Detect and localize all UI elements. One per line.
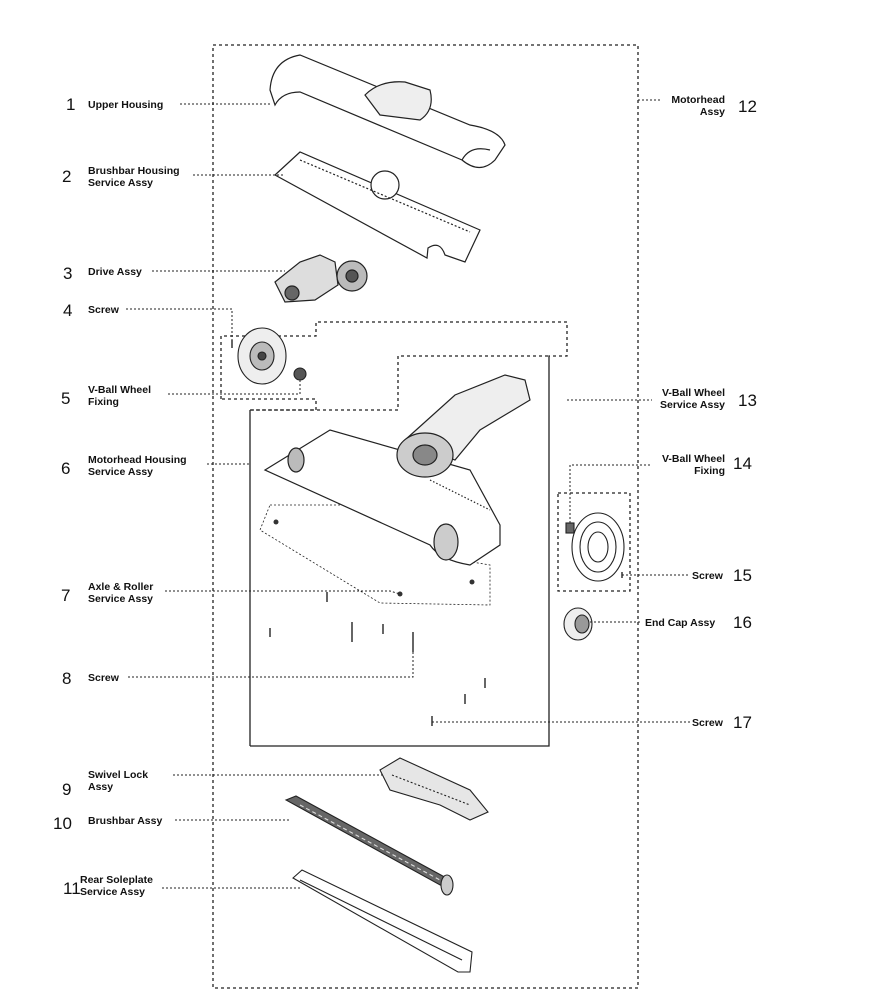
v-ball-wheel-service-boundary [220,321,568,747]
part-label-brushbar-assy: Brushbar Assy [88,815,163,827]
callout-number-6: 6 [61,459,71,478]
motorhead-housing-part [263,374,531,566]
part-label-upper-housing: Upper Housing [88,99,164,111]
callout-number-8: 8 [62,669,72,688]
callout-number-13: 13 [738,391,757,410]
part-label-screw-17: Screw [692,717,723,729]
brushbar-housing-part [273,151,481,263]
screws [231,340,623,726]
callout-number-17: 17 [733,713,752,732]
part-label-screw-15: Screw [692,570,723,582]
drive-assy-part [274,254,368,303]
brushbar-part [284,795,454,896]
rear-soleplate-part [292,869,473,973]
callout-number-9: 9 [62,780,72,799]
part-label-end-cap: End Cap Assy [645,617,716,629]
axle-roller-boundary [259,504,491,606]
callout-number-14: 14 [733,454,752,473]
v-ball-wheel-left-part [237,327,307,385]
callout-number-11: 11 [63,879,81,898]
motorhead-housing-boundary [249,355,550,747]
motorhead-assy-boundary [212,44,639,989]
callout-number-10: 10 [53,814,72,833]
callout-number-16: 16 [733,613,752,632]
v-ball-wheel-right-part [565,512,625,582]
callout-number-15: 15 [733,566,752,585]
callout-number-2: 2 [62,167,72,186]
callout-number-1: 1 [66,95,76,114]
axle-roller-part [273,519,475,597]
callout-number-12: 12 [738,97,757,116]
callout-number-7: 7 [61,586,71,605]
v-ball-wheel-fixing-boundary [557,492,631,592]
callout-number-4: 4 [63,301,73,320]
part-label-screw-4: Screw [88,304,119,316]
part-label-drive-assy: Drive Assy [88,266,142,278]
swivel-lock-part [379,757,489,821]
upper-housing-part [269,54,506,169]
callout-number-3: 3 [63,264,73,283]
callout-number-5: 5 [61,389,71,408]
end-cap-part [563,607,593,641]
part-label-screw-8: Screw [88,672,119,684]
